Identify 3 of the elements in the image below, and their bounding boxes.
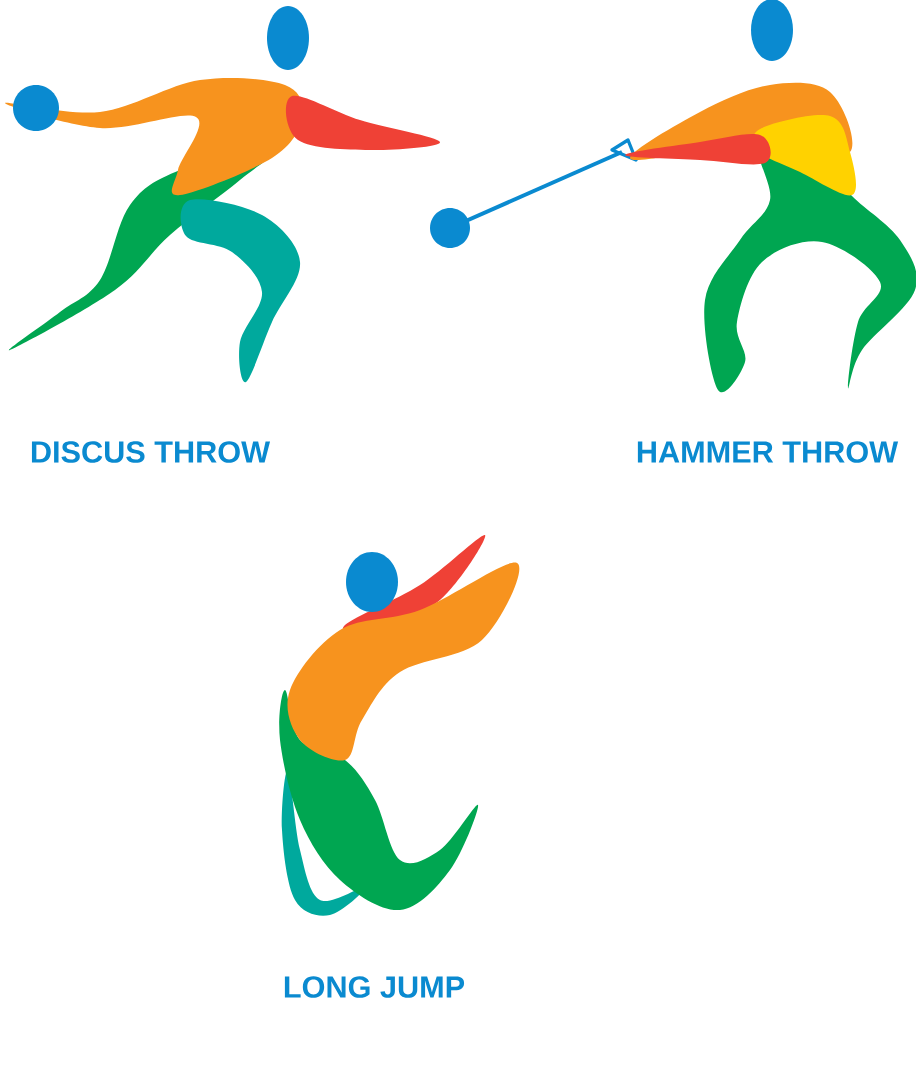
sport-label: HAMMER THROW [637,441,899,463]
sport-label: LONG JUMP [284,976,465,998]
sport-label: DISCUS THROW [31,441,271,463]
